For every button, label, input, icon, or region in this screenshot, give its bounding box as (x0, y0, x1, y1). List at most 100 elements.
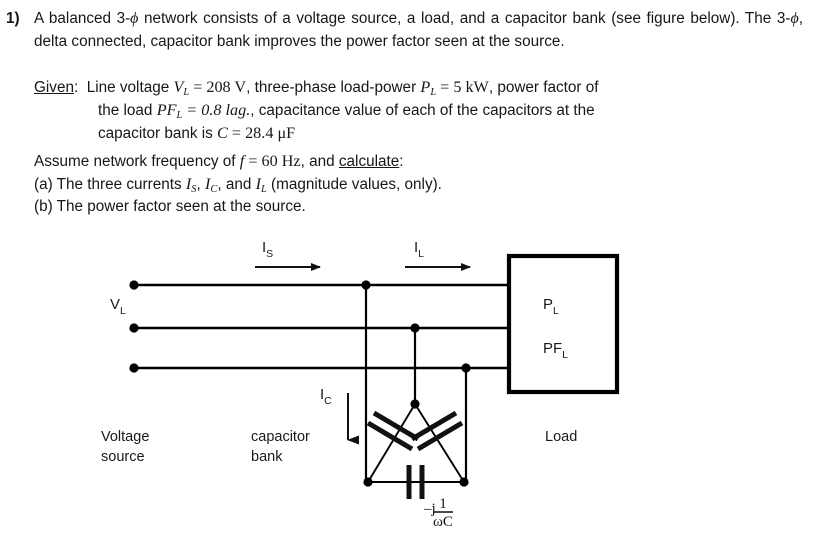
caption-load: Load (545, 429, 577, 445)
assume-line: Assume network frequency of f = 60 Hz, a… (34, 150, 803, 174)
bus-junction-dots (361, 280, 471, 373)
cap-left-plate-1 (366, 420, 414, 452)
junction-c (461, 363, 471, 373)
load-pf-symbol: PF (543, 340, 562, 357)
given-text-2: , three-phase load-power (246, 79, 421, 96)
capacitor-symbol-bottom (406, 465, 425, 499)
calculate-word: calculate (338, 153, 400, 170)
current-c-subscript: C (210, 183, 218, 195)
caption-voltage-source-line2: source (101, 449, 145, 465)
assume-text-b: , and (300, 153, 339, 170)
pf-symbol: PF (156, 101, 177, 119)
given-label: Given (34, 79, 74, 96)
current-s-symbol: I (185, 175, 192, 193)
source-terminal-b (129, 323, 139, 333)
source-voltage-label: VL (110, 296, 126, 317)
given-line3-text-a: capacitor bank is (98, 125, 218, 142)
impedance-denominator: ωC (433, 514, 453, 530)
current-load-label: IL (414, 239, 424, 260)
current-capacitor-subscript: C (324, 395, 332, 407)
voltage-subscript: L (183, 86, 190, 98)
source-terminals (129, 280, 139, 373)
junction-b (410, 323, 420, 333)
pf-subscript: L (176, 109, 183, 121)
capacitance-symbol: C (217, 124, 228, 142)
item-a-prefix: (a) The three currents (34, 176, 186, 193)
given-text-1: Line voltage (86, 79, 174, 96)
load-power-symbol: P (543, 296, 553, 313)
item-a-suffix: (magnitude values, only). (266, 176, 442, 193)
delta-corner-dots (363, 399, 469, 487)
question-item-a: (a) The three currents IS, IC, and IL (m… (34, 173, 803, 202)
source-voltage-subscript: L (120, 305, 126, 317)
power-subscript: L (430, 86, 437, 98)
delta-left-dot (363, 477, 373, 487)
problem-statement-paragraph: A balanced 3-ϕ network consists of a vol… (34, 8, 803, 53)
given-line: Given: Line voltage VL = 208 V, three-ph… (34, 76, 814, 105)
cap-right-plate-1 (416, 420, 464, 452)
cap-right-plate-2 (410, 410, 458, 442)
given-continuation-1: the load PFL = 0.8 lag., capacitance val… (98, 99, 814, 128)
current-source-label: IS (262, 239, 273, 260)
caption-voltage-source-line1: Voltage (101, 429, 149, 445)
current-l-symbol: I (255, 175, 261, 193)
assume-text-c: : (399, 153, 404, 170)
voltage-symbol: V (173, 78, 184, 96)
delta-triangle (367, 403, 465, 483)
given-text-3: , power factor of (488, 79, 599, 96)
current-source-subscript: S (266, 248, 273, 260)
capacitor-symbol-left (366, 410, 420, 452)
impedance-numerator: 1 (439, 496, 447, 512)
phi-symbol-1: ϕ (130, 10, 139, 27)
capacitor-bank-drops (364, 285, 468, 482)
load-pf-label: PFL (543, 340, 568, 361)
given-continuation-2: capacitor bank is C = 28.4 μF (98, 122, 814, 146)
delta-apex-dot (410, 399, 420, 409)
capacitor-impedance-label: –j 1 ωC (423, 496, 453, 530)
load-pf-subscript: L (562, 349, 568, 361)
given-line2-text-a: the load (98, 102, 157, 119)
source-voltage-symbol: V (110, 296, 120, 313)
statement-text-1: A balanced 3- (34, 10, 131, 27)
cap-left-plate-2 (372, 410, 420, 442)
impedance-prefix: –j (423, 501, 436, 517)
assume-text-a: Assume network frequency of (34, 153, 240, 170)
load-box (506, 253, 620, 395)
current-capacitor-label: IC (320, 386, 332, 407)
delta-right-dot (459, 477, 469, 487)
item-a-sep-2: , and (217, 176, 256, 193)
given-colon: : (73, 79, 79, 96)
given-line2-text-b: , capacitance value of each of the capac… (250, 102, 595, 119)
delta-leg-left (367, 403, 416, 483)
source-terminal-a (129, 280, 139, 290)
load-power-label: PL (543, 296, 559, 317)
phi-symbol-2: ϕ (790, 10, 799, 27)
current-capacitor-symbol: I (320, 386, 324, 403)
voltage-value: = 208 V (189, 78, 247, 96)
caption-capacitor-bank-line2: bank (251, 449, 283, 465)
circuit-diagram: VL IS IL IC PL PFL Voltage source capaci… (0, 225, 830, 543)
statement-text-2: network consists of a voltage source, a … (138, 10, 791, 27)
frequency-value: = 60 Hz (244, 152, 301, 170)
current-source-symbol: I (262, 239, 266, 256)
question-number: 1) (6, 10, 20, 27)
frequency-symbol: f (239, 152, 245, 170)
question-item-b: (b) The power factor seen at the source. (34, 198, 306, 215)
load-power-subscript: L (553, 305, 559, 317)
current-c-symbol: I (205, 175, 211, 193)
capacitor-symbol-right (410, 410, 464, 452)
current-s-subscript: S (191, 183, 197, 195)
item-a-sep-1: , (196, 176, 205, 193)
pf-value: = 0.8 lag. (182, 101, 251, 119)
bus-lines (134, 283, 508, 370)
statement-text-3: , delta connected, capacitor bank improv… (34, 10, 803, 50)
capacitance-value: = 28.4 μF (227, 124, 296, 142)
power-symbol: P (420, 78, 431, 96)
caption-capacitor-bank-line1: capacitor (251, 429, 310, 445)
power-value: = 5 kW (436, 78, 489, 96)
source-terminal-c (129, 363, 139, 373)
current-load-symbol: I (414, 239, 418, 256)
current-load-subscript: L (418, 248, 424, 260)
delta-leg-right (414, 403, 465, 483)
current-l-subscript: L (261, 183, 267, 195)
